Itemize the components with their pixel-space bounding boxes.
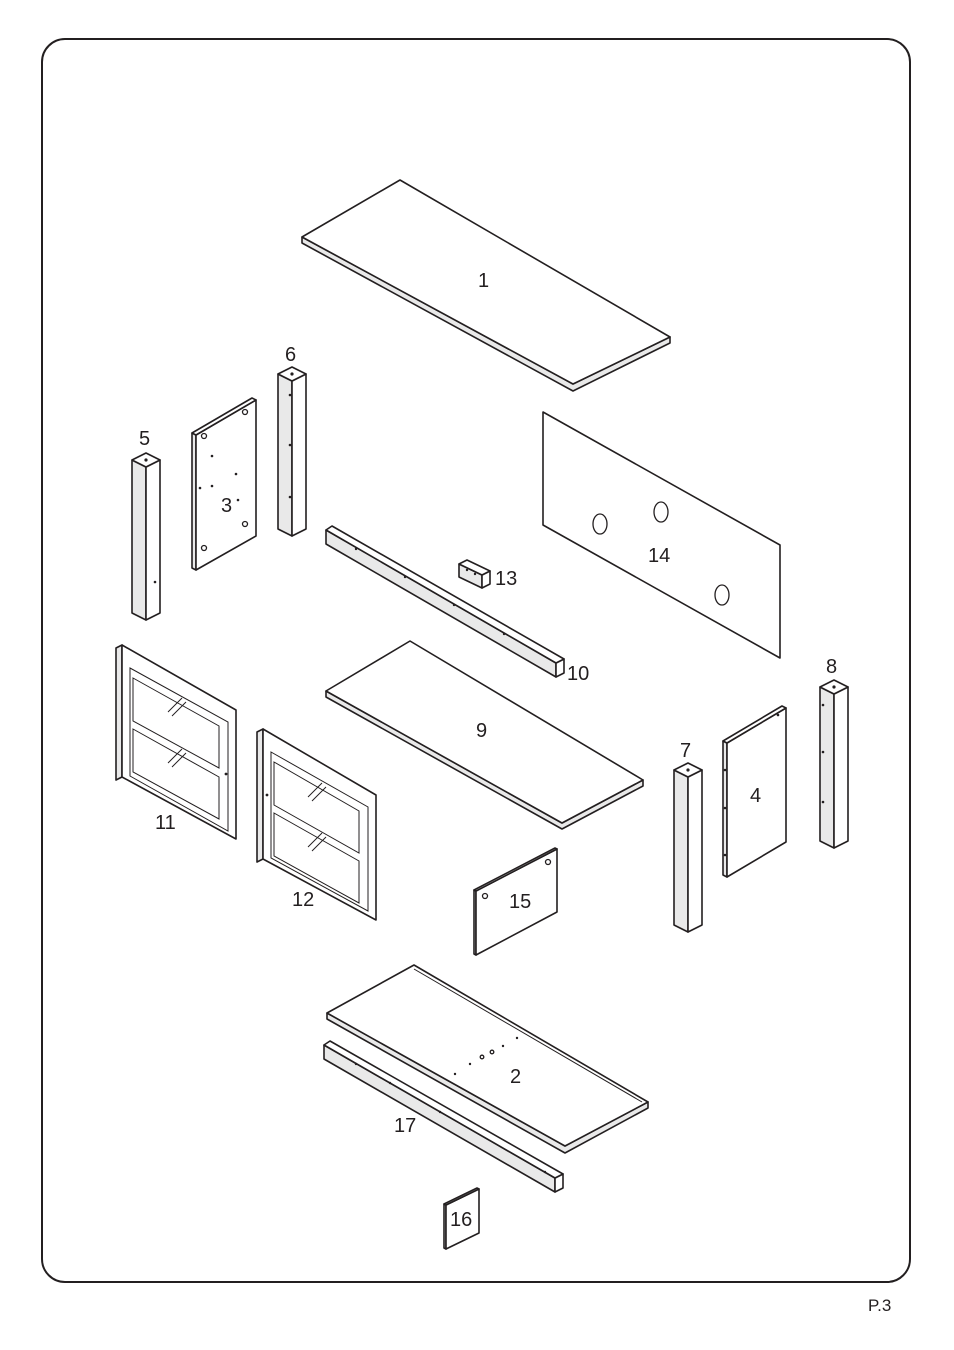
part-14-back-panel: 14 bbox=[543, 412, 780, 658]
part-15-label: 15 bbox=[509, 891, 531, 913]
part-3-side-panel: 3 bbox=[192, 398, 256, 570]
part-5-label: 5 bbox=[139, 428, 150, 450]
part-3-label: 3 bbox=[221, 495, 232, 517]
part-10-rail: 10 bbox=[326, 526, 589, 685]
part-2-label: 2 bbox=[510, 1066, 521, 1088]
part-10-label: 10 bbox=[567, 663, 589, 685]
part-15-divider-panel: 15 bbox=[474, 848, 557, 955]
part-6-leg: 6 bbox=[278, 344, 306, 536]
part-1-label: 1 bbox=[478, 270, 489, 292]
part-13-label: 13 bbox=[495, 568, 517, 590]
part-12-label: 12 bbox=[292, 889, 314, 911]
part-2-bottom-panel: 2 bbox=[327, 965, 648, 1153]
part-1-top-panel: 1 bbox=[302, 180, 670, 391]
part-7-label: 7 bbox=[680, 740, 691, 762]
part-6-label: 6 bbox=[285, 344, 296, 366]
part-8-leg: 8 bbox=[820, 656, 848, 848]
part-5-leg: 5 bbox=[132, 428, 160, 620]
part-13-block: 13 bbox=[459, 560, 517, 590]
part-14-label: 14 bbox=[648, 545, 670, 567]
part-4-label: 4 bbox=[750, 785, 761, 807]
part-16-label: 16 bbox=[450, 1209, 472, 1231]
part-17-label: 17 bbox=[394, 1115, 416, 1137]
part-12-door: 12 bbox=[257, 729, 376, 920]
part-4-side-panel: 4 bbox=[723, 706, 786, 877]
part-8-label: 8 bbox=[826, 656, 837, 678]
part-9-label: 9 bbox=[476, 720, 487, 742]
part-7-leg: 7 bbox=[674, 740, 702, 932]
page-number: P.3 bbox=[868, 1296, 891, 1316]
part-11-door: 11 bbox=[116, 645, 236, 839]
part-11-label: 11 bbox=[155, 812, 176, 834]
part-16-small-block: 16 bbox=[444, 1188, 479, 1249]
